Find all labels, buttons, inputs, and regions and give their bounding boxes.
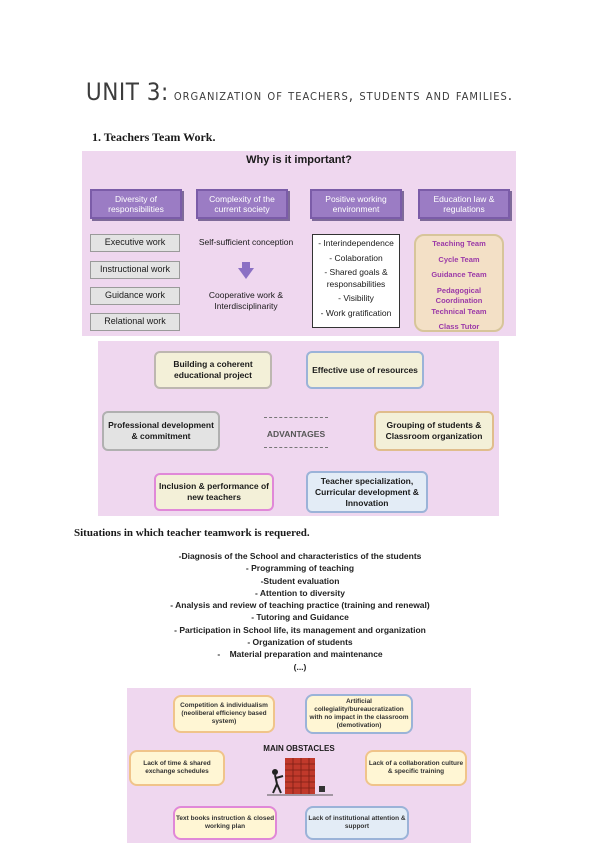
work-item: Executive work <box>90 234 180 252</box>
header-education-law: Education law & regulations <box>418 189 510 219</box>
obstacles-diagram: Competition & individualism (neoliberal … <box>127 688 471 843</box>
wall-figure-icon <box>267 758 333 796</box>
advantages-label: ADVANTAGES <box>266 429 326 439</box>
situations-list: -Diagnosis of the School and characteris… <box>150 550 450 673</box>
section-heading-situations: Situations in which teacher teamwork is … <box>74 527 310 539</box>
teams-list: Teaching Team Cycle Team Guidance Team P… <box>414 234 504 332</box>
header-positive-environment: Positive working environment <box>310 189 402 219</box>
obstacle-lack-culture: Lack of a collaboration culture & specif… <box>365 750 467 786</box>
list-item: - Attention to diversity <box>255 587 345 598</box>
list-item: - Interindependence <box>318 238 394 248</box>
list-item: - Programming of teaching <box>245 563 355 574</box>
title-subtitle: organization of teachers, students and f… <box>173 86 514 104</box>
page-title: UNIT 3: organization of teachers, studen… <box>0 78 599 106</box>
work-item: Instructional work <box>90 261 180 279</box>
list-item: Teaching Team <box>432 239 486 248</box>
list-item: Technical Team <box>431 306 487 316</box>
advantage-grouping: Grouping of students & Classroom organiz… <box>374 411 494 451</box>
advantage-resources: Effective use of resources <box>306 351 424 389</box>
list-item: (...) <box>293 661 307 672</box>
obstacle-collegiality: Artificial collegiality/bureaucratizatio… <box>305 694 413 734</box>
list-item: Guidance Team <box>431 270 487 279</box>
list-item: - Work gratification <box>320 307 392 318</box>
advantage-inclusion: Inclusion & performance of new teachers <box>154 473 274 511</box>
header-diversity: Diversity of responsibilities <box>90 189 182 219</box>
why-important-diagram: Why is it important? Diversity of respon… <box>82 151 516 336</box>
obstacle-competition: Competition & individualism (neoliberal … <box>173 695 275 733</box>
list-item: - Visibility <box>338 293 374 303</box>
list-item: - Organization of students <box>247 637 353 648</box>
obstacle-textbooks: Text books instruction & closed working … <box>173 806 277 840</box>
advantage-specialization: Teacher specialization, Curricular devel… <box>306 471 428 513</box>
obstacle-institutional: Lack of institutional attention & suppor… <box>305 806 409 840</box>
list-item: - Material preparation and maintenance <box>217 649 383 660</box>
list-item: Pedagogical Coordination <box>435 285 483 306</box>
divider <box>264 417 328 418</box>
title-unit: UNIT 3: <box>85 78 169 106</box>
advantage-coherent-project: Building a coherent educational project <box>154 351 272 389</box>
list-item: Class Tutor <box>438 322 480 331</box>
list-item: - Shared goals & responsabilities <box>324 267 388 289</box>
down-arrow-icon <box>242 262 250 268</box>
divider <box>264 447 328 448</box>
diagram-title: Why is it important? <box>246 154 352 166</box>
list-item: - Participation in School life, its mana… <box>174 624 426 635</box>
down-arrow-head-icon <box>238 268 254 279</box>
obstacles-label: MAIN OBSTACLES <box>263 744 335 753</box>
header-complexity: Complexity of the current society <box>196 189 288 219</box>
advantages-diagram: Building a coherent educational project … <box>98 341 499 516</box>
cooperative-text: Cooperative work & Interdisciplinarity <box>208 290 284 311</box>
self-sufficient-text: Self-sufficient conception <box>198 237 294 247</box>
work-item: Relational work <box>90 313 180 331</box>
list-item: -Student evaluation <box>260 575 340 586</box>
list-item: - Tutoring and Guidance <box>251 612 349 623</box>
list-item: - Colaboration <box>329 252 383 263</box>
list-item: -Diagnosis of the School and characteris… <box>178 551 422 561</box>
work-item: Guidance work <box>90 287 180 305</box>
list-item: - Analysis and review of teaching practi… <box>170 600 430 611</box>
advantage-professional-development: Professional development & commitment <box>102 411 220 451</box>
obstacle-lack-time: Lack of time & shared exchange schedules <box>129 750 225 786</box>
positive-environment-list: - Interindependence - Colaboration - Sha… <box>312 234 400 328</box>
section-heading-teamwork: 1. Teachers Team Work. <box>92 130 216 144</box>
list-item: Cycle Team <box>438 254 480 264</box>
